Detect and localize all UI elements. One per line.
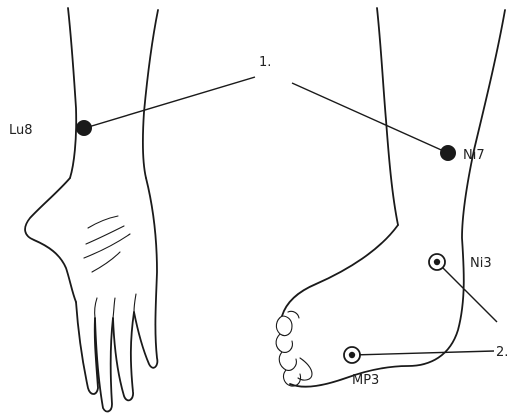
leader-group1-to-ni7 <box>292 83 448 153</box>
ni7-point-marker <box>440 145 456 161</box>
lu8-label: Lu8 <box>9 123 33 138</box>
hand-and-forearm-outline <box>25 8 158 411</box>
lu8-point-marker <box>76 120 92 136</box>
group1-label: 1. <box>259 55 271 70</box>
ni7-label: Ni7 <box>463 148 485 163</box>
leader-group2-to-mp3 <box>352 351 494 355</box>
leader-group1-to-lu8 <box>85 77 255 128</box>
group2-label: 2. <box>496 345 508 360</box>
leg-and-foot-outline <box>276 8 505 387</box>
ni3-label: Ni3 <box>470 256 492 271</box>
labels: 1. Lu8 Ni7 Ni3 2. MP3 <box>9 55 508 388</box>
ni3-point-marker <box>429 254 445 270</box>
mp3-point-marker <box>344 347 360 363</box>
mp3-label: MP3 <box>352 373 379 388</box>
leader-group2-to-ni3 <box>437 262 497 322</box>
leader-lines <box>85 77 497 355</box>
